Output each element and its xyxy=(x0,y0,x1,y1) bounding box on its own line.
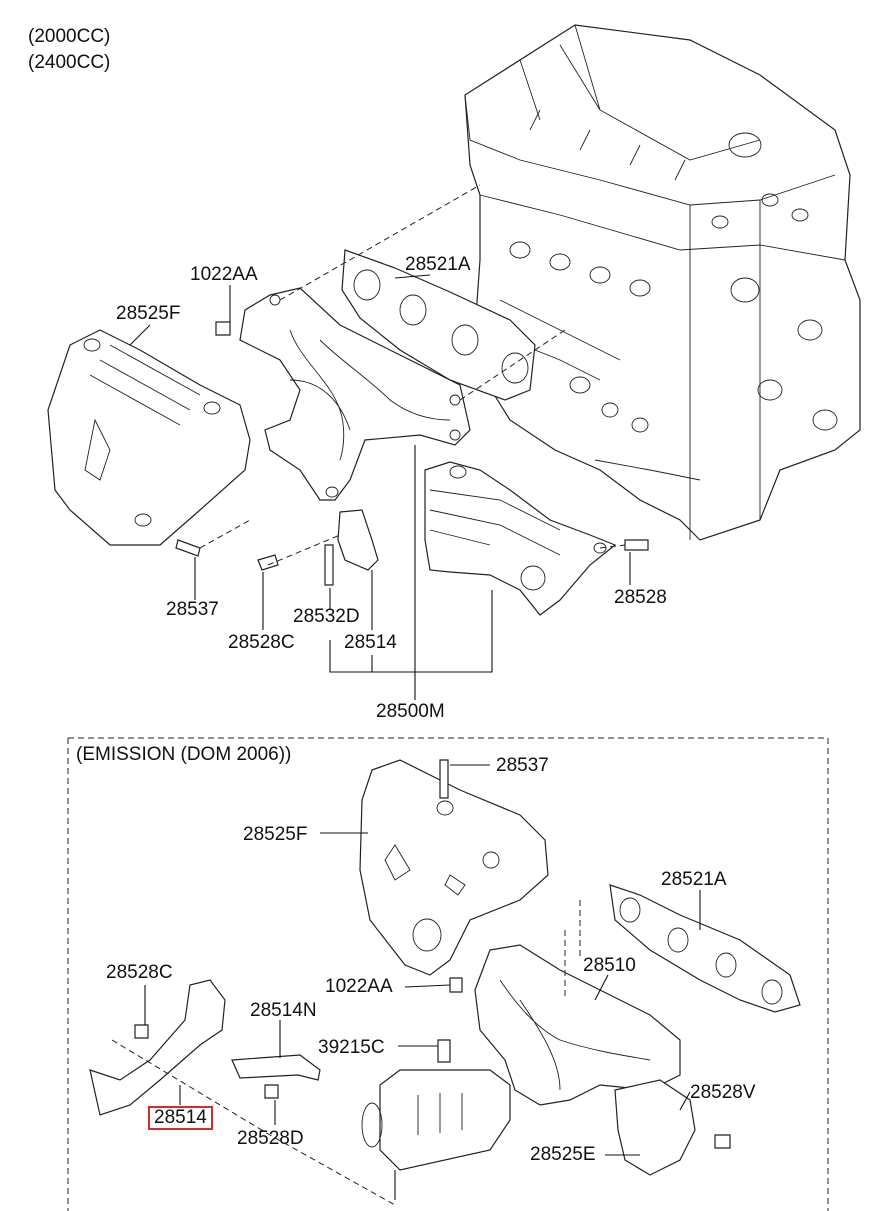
label-28525f[interactable]: 28525F xyxy=(116,303,181,324)
bolt-28528c-lower-drawing xyxy=(134,1024,149,1039)
label-lower-28510[interactable]: 28510 xyxy=(583,955,636,976)
strap-28514n-drawing xyxy=(231,1054,321,1081)
engine-size-2000cc: (2000CC) xyxy=(28,26,111,47)
label-28532d[interactable]: 28532D xyxy=(293,606,360,627)
label-lower-28525e[interactable]: 28525E xyxy=(530,1144,596,1165)
label-28528[interactable]: 28528 xyxy=(614,587,667,608)
nut-1022aa-drawing xyxy=(215,321,231,336)
label-lower-39215c[interactable]: 39215C xyxy=(318,1037,385,1058)
emission-section-title: (EMISSION (DOM 2006)) xyxy=(76,744,292,765)
label-lower-28537[interactable]: 28537 xyxy=(496,755,549,776)
bolt-28528v-drawing xyxy=(714,1134,731,1149)
heat-shield-upper-drawing xyxy=(47,329,251,546)
label-lower-28514-highlighted[interactable]: 28514 xyxy=(148,1106,213,1130)
label-lower-1022aa[interactable]: 1022AA xyxy=(325,976,393,997)
bolt-28528d-drawing xyxy=(264,1084,279,1099)
label-lower-28521a[interactable]: 28521A xyxy=(661,869,727,890)
label-lower-28525f[interactable]: 28525F xyxy=(243,824,308,845)
bracket-upper-drawing xyxy=(337,509,379,571)
label-28514[interactable]: 28514 xyxy=(344,632,397,653)
bolt-28537-lower-drawing xyxy=(439,759,449,799)
bracket-lower-drawing xyxy=(89,979,226,1116)
bolt-28537-drawing xyxy=(175,539,201,557)
label-lower-28528d[interactable]: 28528D xyxy=(237,1128,304,1149)
label-28521a[interactable]: 28521A xyxy=(405,254,471,275)
label-lower-28528v[interactable]: 28528V xyxy=(690,1082,756,1103)
emission-section-frame xyxy=(67,737,829,1211)
label-1022aa[interactable]: 1022AA xyxy=(190,264,258,285)
stud-drawing xyxy=(324,544,334,586)
label-28528c[interactable]: 28528C xyxy=(228,632,295,653)
gasket-upper-drawing xyxy=(341,249,536,401)
manifold-upper-drawing xyxy=(239,287,471,501)
manifold-lower-drawing xyxy=(474,944,681,1106)
label-lower-28528c[interactable]: 28528C xyxy=(106,962,173,983)
heat-shield-lower-drawing xyxy=(359,759,549,976)
gasket-lower-drawing xyxy=(609,884,801,1013)
sensor-39215c-drawing xyxy=(437,1039,451,1063)
nut-1022aa-lower-drawing xyxy=(449,977,463,993)
label-28537[interactable]: 28537 xyxy=(166,599,219,620)
heat-shield-lower-upper-drawing xyxy=(424,461,617,616)
label-lower-28514n[interactable]: 28514N xyxy=(250,1000,317,1021)
label-28500m[interactable]: 28500M xyxy=(376,701,445,722)
heat-shield-28525e-drawing xyxy=(614,1079,696,1176)
engine-block-drawing xyxy=(464,24,861,541)
bolt-28528c-drawing xyxy=(257,554,279,571)
catalytic-converter-drawing xyxy=(361,1069,511,1171)
bolt-28528-drawing xyxy=(624,539,649,551)
engine-size-2400cc: (2400CC) xyxy=(28,52,111,73)
